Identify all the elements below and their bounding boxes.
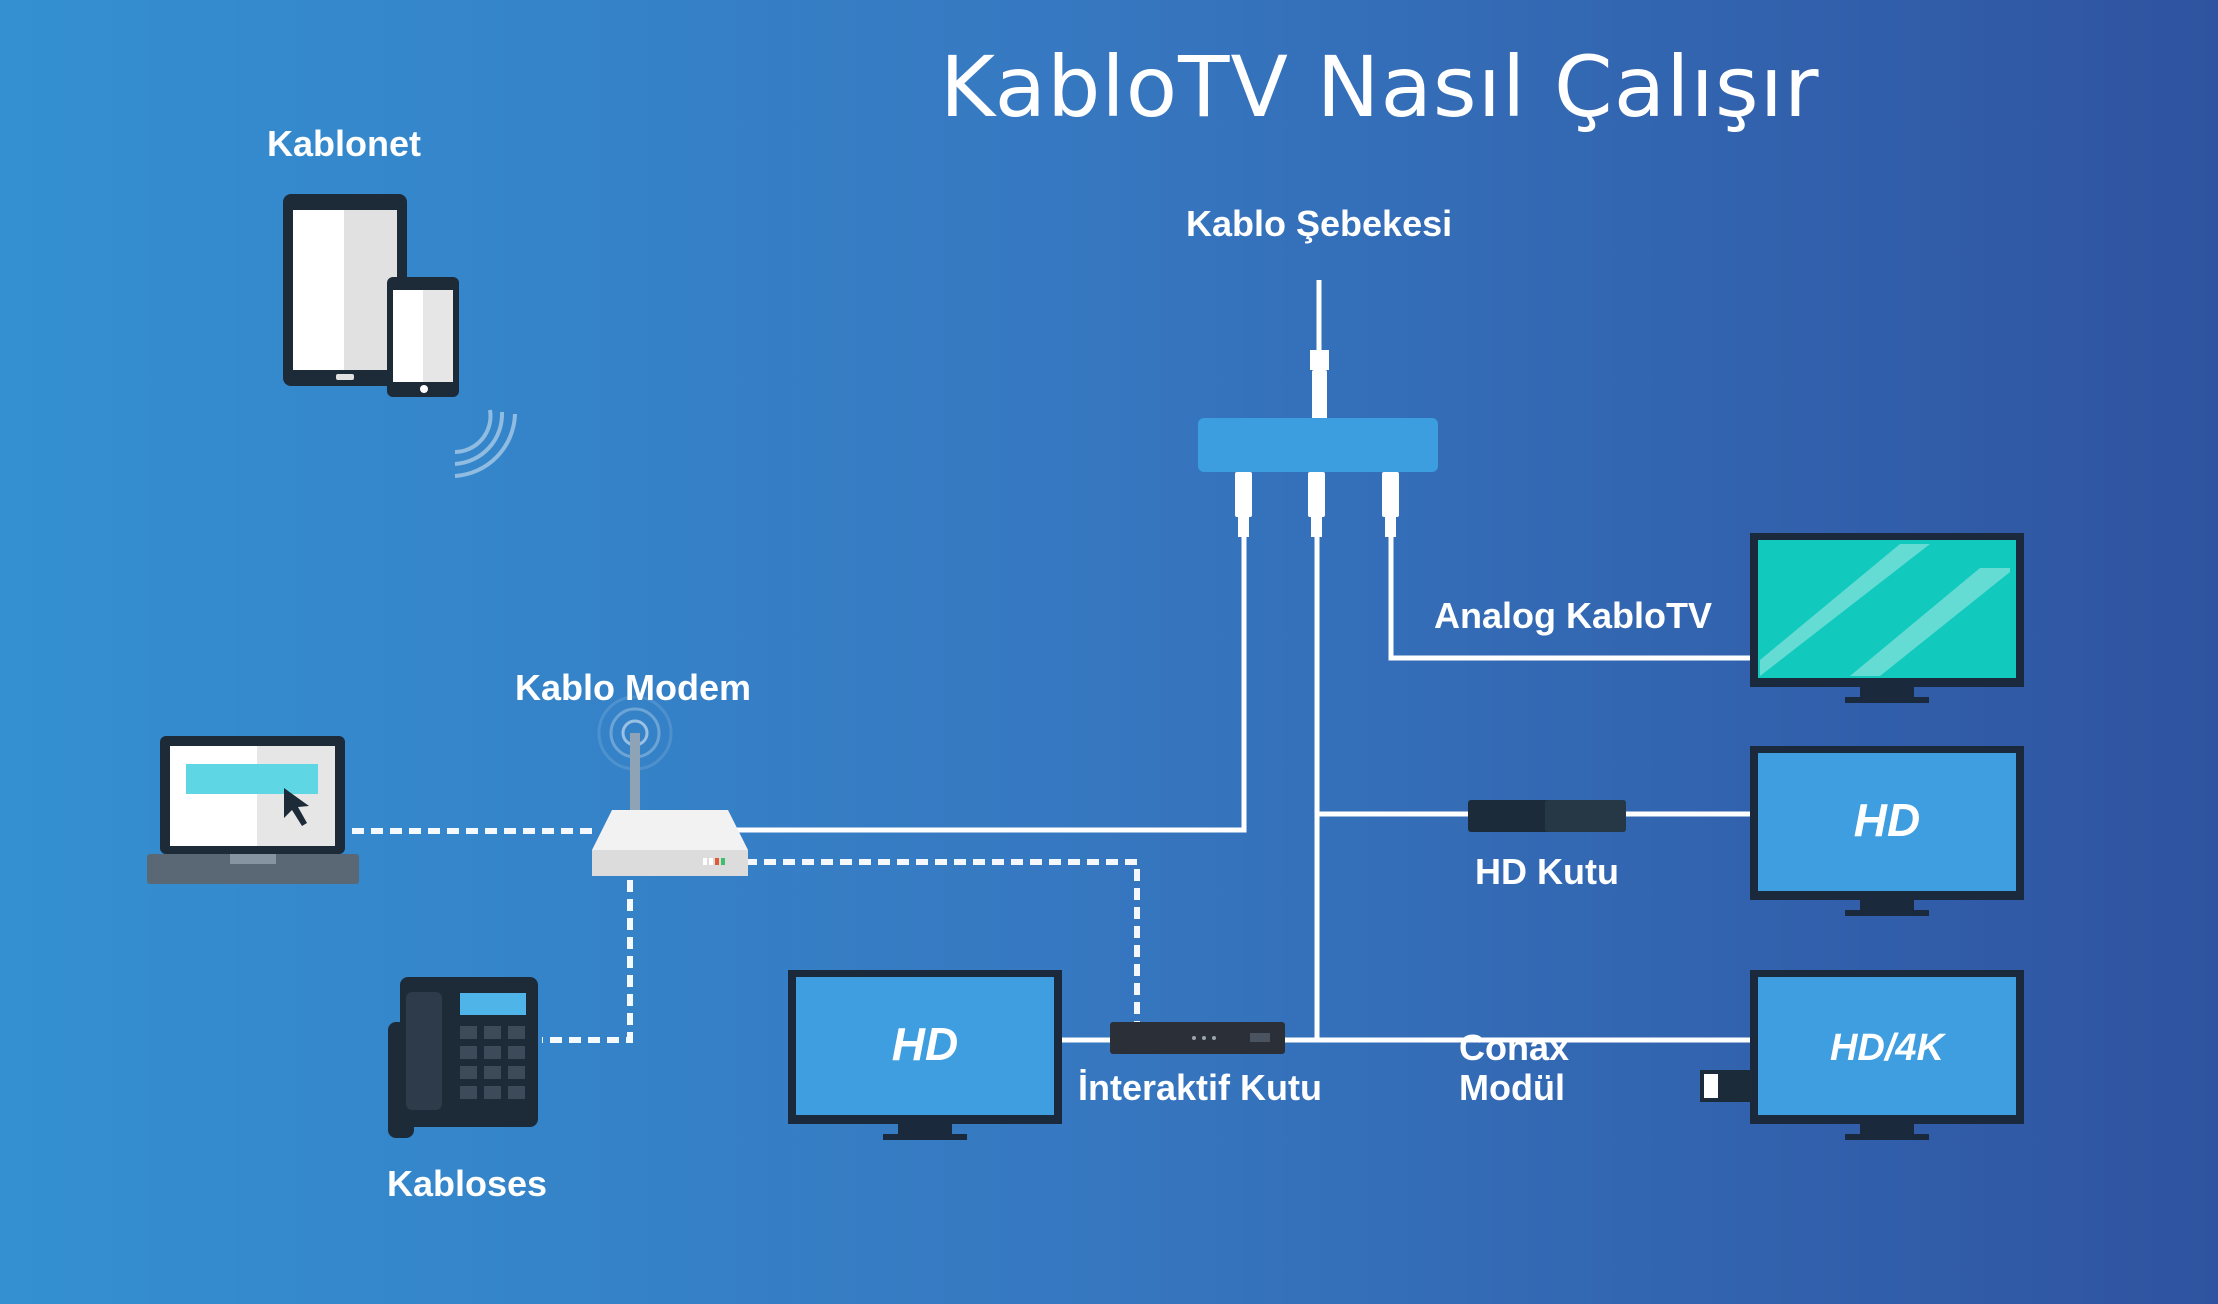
dashed-lines [352,828,1140,1043]
interactive-box-icon [1110,1022,1285,1054]
phone-icon [387,277,459,397]
conax-label-line2: Modül [1459,1067,1565,1108]
kablonet-label: Kablonet [267,123,422,164]
conax-module-icon [1700,1070,1752,1102]
connection-lines [736,280,1752,1043]
hd-box-icon [1468,800,1626,832]
tablet-icon [283,194,407,386]
hd-left-screen-text: HD [892,1018,958,1070]
desk-phone-icon [388,977,538,1138]
hd-kutu-label: HD Kutu [1475,851,1619,892]
kablo-sebekesi-label: Kablo Şebekesi [1186,203,1453,244]
kabloses-label: Kabloses [387,1163,548,1204]
hd4k-screen-text: HD/4K [1830,1027,1947,1069]
laptop-icon [147,736,359,884]
interaktif-kutu-label: İnteraktif Kutu [1078,1067,1323,1108]
hd-right-screen-text: HD [1854,794,1920,846]
analog-tv-icon [1750,533,2024,703]
analog-feed-line [1388,535,1752,661]
kablo-modem-label: Kablo Modem [515,667,752,708]
hd-tv-left-icon [788,970,1062,1140]
hd-tv-right-icon [1750,746,2024,916]
wifi-icon [454,409,517,478]
router-icon [592,695,748,876]
interactive-dashed-line [745,859,1140,1022]
page-title: KabloTV Nasıl Çalışır [940,38,1820,136]
splitter-icon [1198,350,1438,537]
hd4k-tv-icon [1750,970,2024,1140]
phone-dashed-line [542,880,633,1043]
conax-label-line1: Conax [1459,1027,1570,1068]
analog-kablotv-label: Analog KabloTV [1434,595,1712,636]
modem-feed-line [736,535,1247,833]
